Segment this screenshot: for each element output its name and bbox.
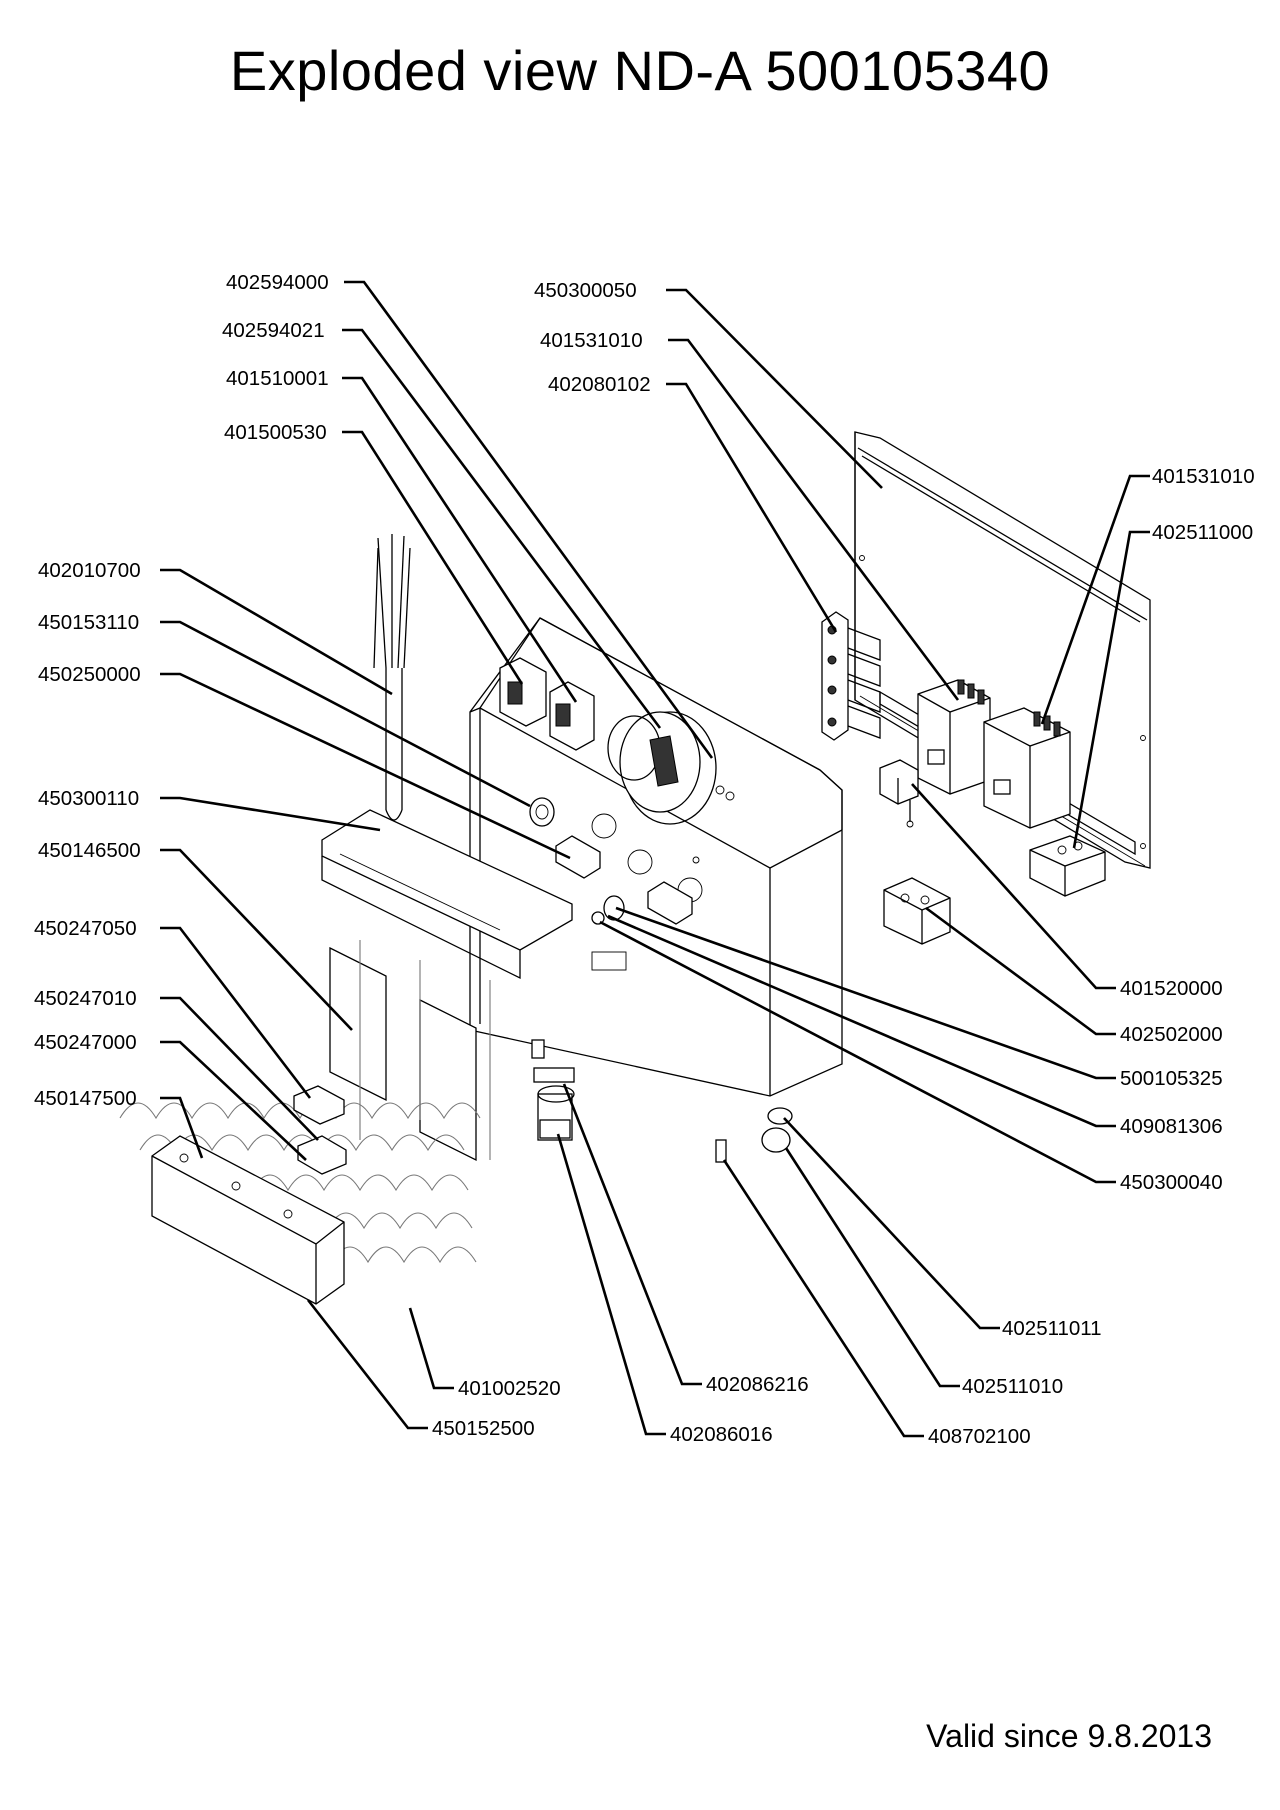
leader-450147500	[160, 1096, 204, 1159]
leader-402086016	[556, 1133, 666, 1436]
contactor-1	[917, 679, 991, 795]
leader-450250000	[160, 672, 571, 860]
leader-450247050	[160, 926, 312, 1099]
leader-450146500	[160, 848, 353, 1031]
leader-409081306	[607, 914, 1116, 1128]
part-label: 450146500	[38, 839, 141, 862]
part-label: 402511011	[1002, 1317, 1102, 1340]
terminal-strip	[821, 611, 881, 741]
page-title: Exploded view ND-A 500105340	[229, 39, 1051, 102]
leader-402010700	[160, 568, 393, 696]
part-label: 402594021	[222, 319, 325, 342]
part-label: 450300050	[534, 279, 637, 302]
part-label: 401510001	[226, 367, 329, 390]
switch-units	[499, 657, 595, 751]
small-fittings	[715, 1107, 793, 1163]
part-label: 402511000	[1152, 521, 1253, 544]
clips	[293, 1085, 347, 1175]
heater-plates	[329, 946, 477, 1162]
leader-402080102	[666, 382, 838, 633]
part-label: 402086016	[670, 1423, 773, 1446]
validity-date: Valid since 9.8.2013	[926, 1718, 1212, 1754]
part-label: 402086216	[706, 1373, 809, 1396]
leader-402502000	[925, 906, 1116, 1036]
part-label: 401531010	[540, 329, 643, 352]
part-label: 401520000	[1120, 977, 1223, 1000]
auxiliary-block	[1029, 835, 1106, 897]
leader-450300040	[599, 920, 1116, 1184]
part-label: 408702100	[928, 1425, 1031, 1448]
leader-450300110	[160, 796, 381, 832]
part-label: 401002520	[458, 1377, 561, 1400]
leader-450152500	[306, 1299, 428, 1430]
leader-401500530	[342, 430, 524, 685]
screw-washer	[591, 895, 625, 925]
thermal-cutout	[883, 877, 951, 945]
grommet	[529, 797, 555, 827]
leader-450300050	[666, 288, 883, 489]
part-label: 450247010	[34, 987, 137, 1010]
pressure-switch	[879, 759, 919, 828]
part-label: 450247050	[34, 917, 137, 940]
thermostat-dial	[607, 711, 725, 825]
leader-401002520	[408, 1307, 454, 1390]
leader-401531010-a	[668, 338, 960, 701]
leader-402594000	[344, 280, 714, 759]
leader-500105325	[615, 906, 1116, 1080]
part-label: 402080102	[548, 373, 651, 396]
part-labels: 402594000 402594021 401510001 401500530 …	[34, 271, 1255, 1448]
pipe-fitting	[531, 1039, 575, 1141]
terminal-bar	[151, 1135, 345, 1305]
part-label: 402502000	[1120, 1023, 1223, 1046]
contactor-2	[983, 707, 1071, 829]
part-label: 450300040	[1120, 1171, 1223, 1194]
leader-402511010	[784, 1147, 960, 1388]
brackets	[555, 835, 693, 925]
part-label: 401531010	[1152, 465, 1255, 488]
part-label: 450300110	[38, 787, 139, 810]
leader-450247000	[160, 1040, 307, 1161]
part-label: 409081306	[1120, 1115, 1223, 1138]
leader-lines	[160, 280, 1150, 1438]
leader-450153110	[160, 620, 531, 808]
heater-cover	[321, 809, 573, 980]
leader-402086216	[562, 1083, 702, 1386]
part-label: 450247000	[34, 1031, 137, 1054]
leader-401531010-b	[1040, 474, 1150, 725]
leader-402511000	[1072, 530, 1150, 849]
part-label: 500105325	[1120, 1067, 1223, 1090]
part-label: 402511010	[962, 1375, 1063, 1398]
leader-401510001	[342, 376, 578, 703]
leader-450247010	[160, 996, 319, 1141]
leader-401520000	[911, 783, 1116, 990]
leader-408702100	[722, 1159, 924, 1438]
part-label: 402010700	[38, 559, 141, 582]
part-label: 401500530	[224, 421, 327, 444]
part-label: 450147500	[34, 1087, 137, 1110]
cable-bundle	[373, 534, 411, 821]
part-label: 402594000	[226, 271, 329, 294]
part-label: 450250000	[38, 663, 141, 686]
leader-402594021	[342, 328, 662, 729]
part-label: 450152500	[432, 1417, 535, 1440]
leader-402511011	[783, 1117, 1000, 1330]
part-label: 450153110	[38, 611, 139, 634]
line-art	[119, 431, 1151, 1305]
